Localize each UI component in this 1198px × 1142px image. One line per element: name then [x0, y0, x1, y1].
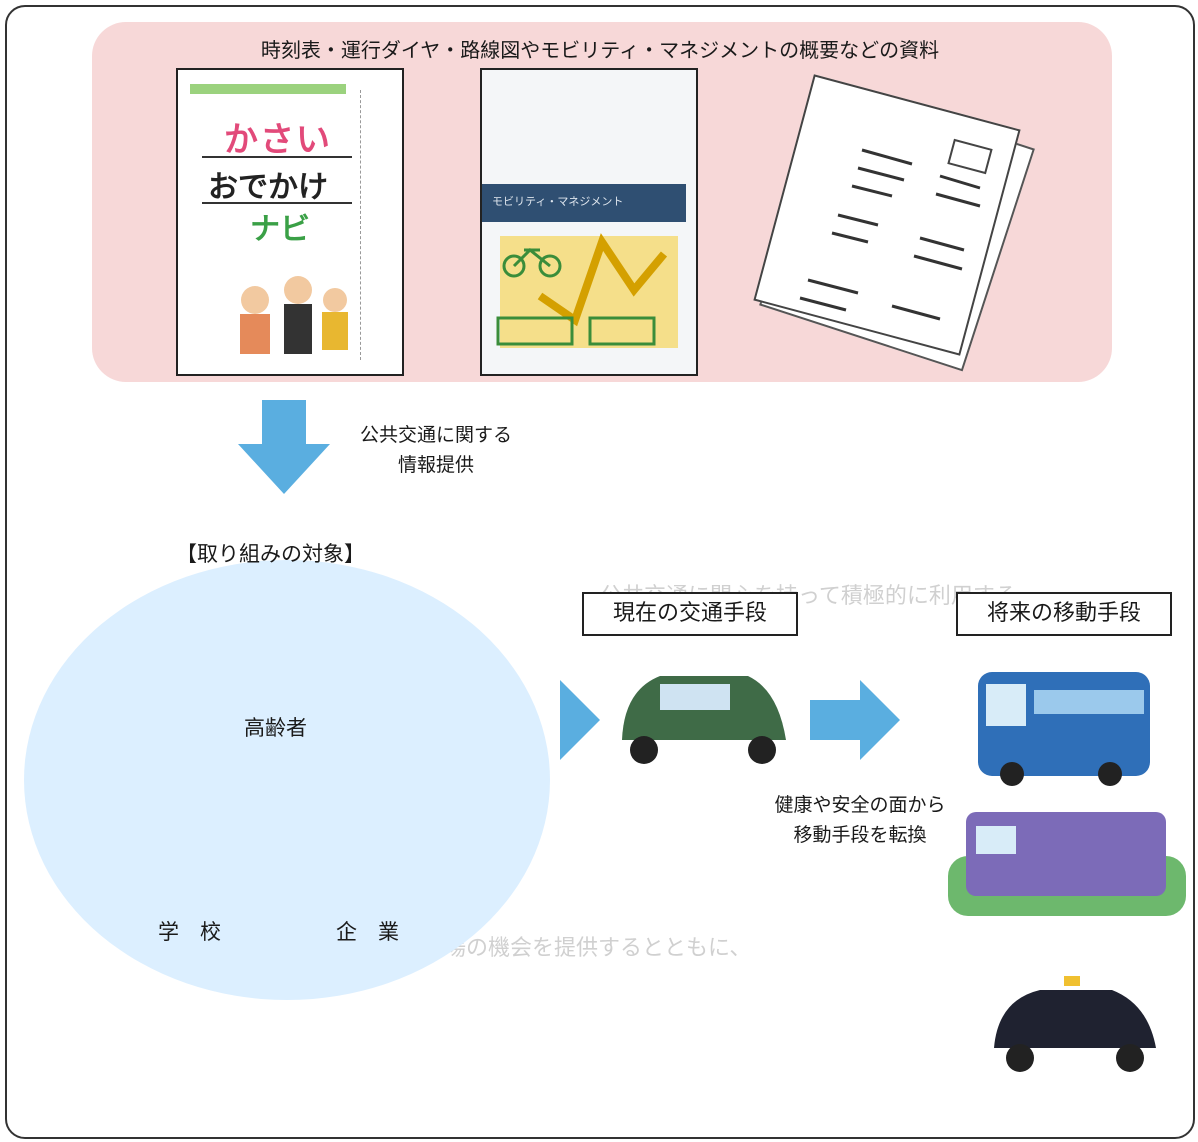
- info-arrow-line2: 情報提供: [397, 454, 474, 476]
- brochure-banner-text: モビリティ・マネジメント: [492, 195, 624, 208]
- future-transport-label: 将来の移動手段: [956, 592, 1172, 636]
- info-arrow-label: 公共交通に関する 情報提供: [326, 420, 546, 480]
- car-illustration: [622, 676, 786, 764]
- materials-title: 時刻表・運行ダイヤ・路線図やモビリティ・マネジメントの概要などの資料: [260, 38, 940, 62]
- trend-line: [537, 233, 668, 327]
- school-label: 学 校: [158, 920, 221, 944]
- shift-label: 健康や安全の面から 移動手段を転換: [740, 790, 980, 850]
- bus-icon: [496, 316, 656, 346]
- brochure-title-line2: おでかけ: [208, 170, 328, 205]
- current-transport-label: 現在の交通手段: [582, 592, 798, 636]
- taxi-illustration: [994, 976, 1156, 1072]
- brochure-spine: [360, 90, 387, 360]
- brochure-banner: モビリティ・マネジメント: [482, 184, 686, 222]
- targets-heading: 【取り組みの対象】: [176, 542, 365, 566]
- company-label: 企 業: [336, 920, 399, 944]
- handout-lines: [799, 148, 981, 321]
- targets-circle: [24, 560, 550, 1000]
- train-illustration: [948, 812, 1186, 916]
- brochure-title-line3: ナビ: [250, 212, 310, 247]
- bus-illustration: [978, 672, 1150, 786]
- flow-arrow-1: [560, 680, 600, 760]
- brochure-title-line1: かさい: [224, 120, 332, 160]
- shift-line2: 移動手段を転換: [793, 824, 927, 846]
- divider: [202, 202, 352, 204]
- info-arrow-line1: 公共交通に関する: [359, 424, 512, 446]
- bicycle-icon: [502, 247, 562, 278]
- flow-arrow-2: [810, 680, 900, 760]
- elderly-label: 高齢者: [244, 716, 307, 740]
- info-down-arrow: [238, 400, 330, 494]
- shift-line1: 健康や安全の面から: [774, 794, 946, 816]
- brochure-header-strip: [190, 84, 346, 94]
- brochure-figures: [240, 276, 348, 354]
- divider: [202, 156, 352, 158]
